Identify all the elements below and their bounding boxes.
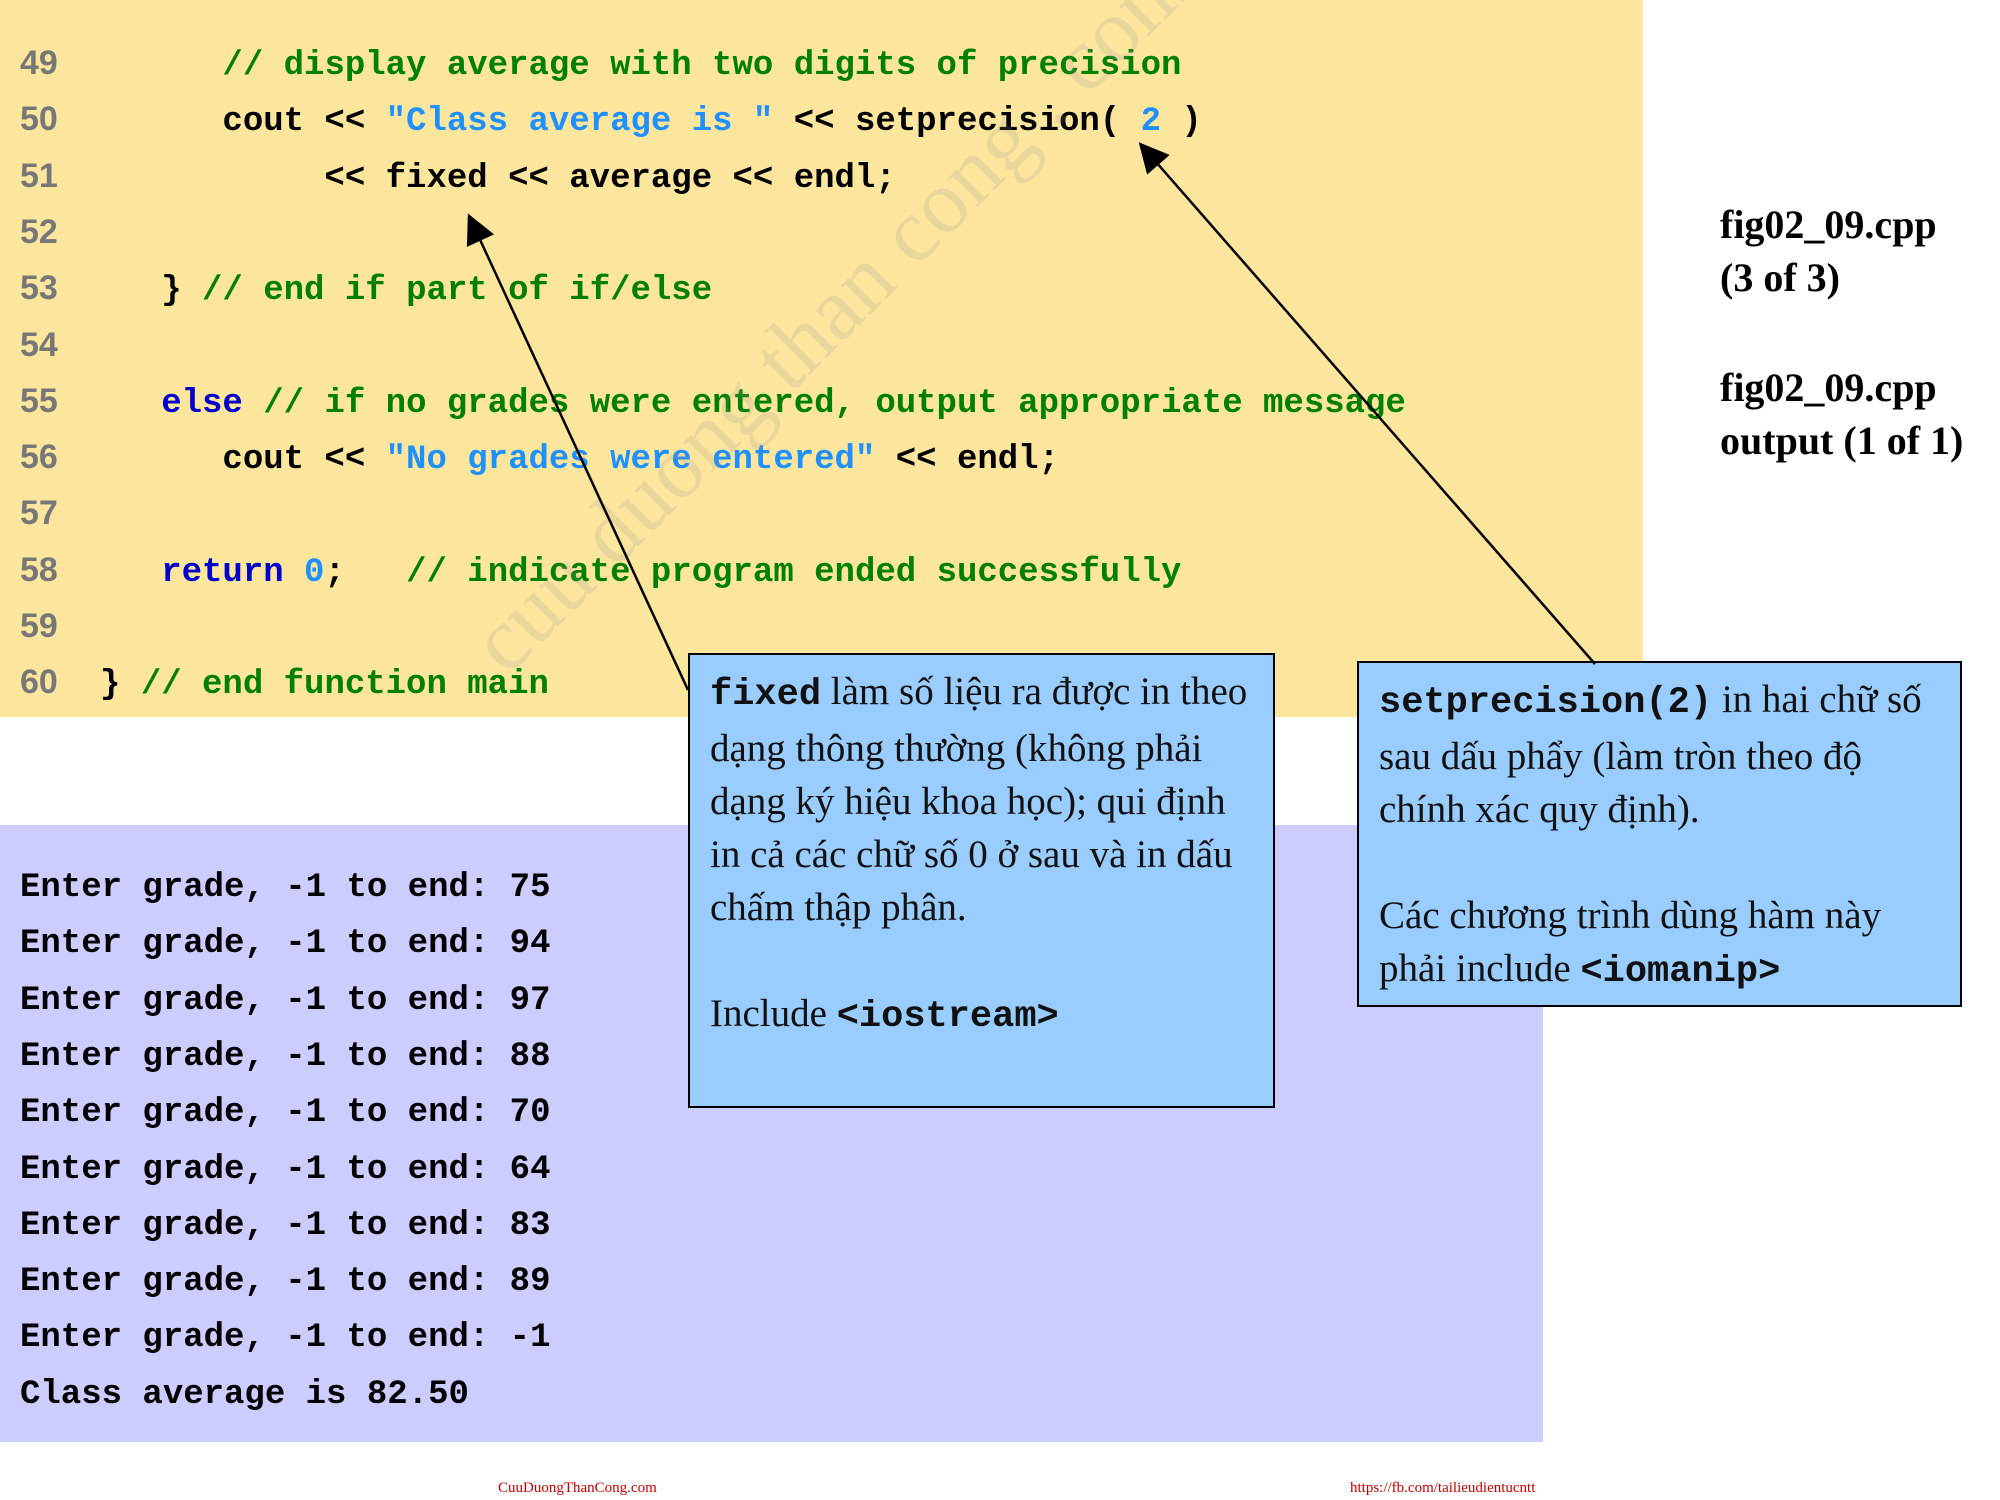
output-line: Enter grade, -1 to end: 89 bbox=[20, 1263, 551, 1302]
iomanip-header: <iomanip> bbox=[1580, 951, 1781, 993]
callout-fixed-include: Include <iostream> bbox=[710, 987, 1253, 1044]
output-line: Enter grade, -1 to end: -1 bbox=[20, 1319, 551, 1358]
code-token: "Class average is " bbox=[385, 103, 774, 142]
code-token: "No grades were entered" bbox=[385, 441, 876, 480]
line-number: 55 bbox=[20, 381, 58, 420]
arrow-to-fixed bbox=[466, 213, 690, 691]
callout-setprecision-include: Các chương trình dùng hàm này phải inclu… bbox=[1379, 889, 1940, 999]
output-file-name-label: fig02_09.cpp bbox=[1720, 365, 1937, 410]
output-line: Class average is 82.50 bbox=[20, 1375, 469, 1414]
output-line: Enter grade, -1 to end: 70 bbox=[20, 1094, 551, 1133]
code-token: // if no grades were entered, output app… bbox=[263, 384, 1406, 423]
callout-setprecision: setprecision(2) in hai chữ số sau dấu ph… bbox=[1357, 661, 1962, 1007]
code-token: // end if part of if/else bbox=[202, 272, 713, 311]
output-line: Enter grade, -1 to end: 94 bbox=[20, 925, 551, 964]
include-label: Include bbox=[710, 992, 837, 1035]
include-note: Các chương trình dùng hàm này phải inclu… bbox=[1379, 894, 1882, 990]
code-token: ) bbox=[1161, 103, 1202, 142]
fixed-explanation: làm số liệu ra được in theo dạng thông t… bbox=[710, 670, 1248, 929]
footer-right-link[interactable]: https://fb.com/tailieudientucntt bbox=[1350, 1480, 1536, 1496]
code-panel bbox=[0, 0, 1643, 717]
setprecision-keyword: setprecision(2) bbox=[1379, 682, 1713, 724]
code-token: 0 bbox=[304, 553, 325, 592]
iostream-header: <iostream> bbox=[836, 996, 1059, 1038]
code-token: // indicate program ended successfully bbox=[406, 553, 1182, 592]
line-number: 50 bbox=[20, 100, 58, 139]
code-line: 52 bbox=[20, 204, 100, 260]
code-line: 58 return 0; // indicate program ended s… bbox=[20, 542, 1181, 598]
code-token: } bbox=[100, 666, 141, 705]
code-token: else bbox=[161, 384, 243, 423]
fixed-keyword: fixed bbox=[710, 674, 822, 716]
file-name-label: fig02_09.cpp bbox=[1720, 202, 1937, 247]
callout-fixed-description: fixed làm số liệu ra được in theo dạng t… bbox=[710, 665, 1253, 934]
output-line: Enter grade, -1 to end: 75 bbox=[20, 869, 551, 907]
output-part-label: output (1 of 1) bbox=[1720, 418, 1964, 463]
code-line: 60} // end function main bbox=[20, 654, 549, 710]
code-line: 56 cout << "No grades were entered" << e… bbox=[20, 429, 1059, 485]
code-token: // end function main bbox=[140, 666, 549, 705]
code-line: 53 } // end if part of if/else bbox=[20, 260, 712, 316]
line-number: 56 bbox=[20, 438, 58, 477]
output-line: Enter grade, -1 to end: 88 bbox=[20, 1037, 551, 1076]
code-line: 59 bbox=[20, 598, 100, 654]
setprecision-explanation: in hai chữ số sau dấu phẩy (làm tròn the… bbox=[1379, 678, 1922, 831]
code-line: 51 << fixed << average << endl; bbox=[20, 148, 896, 204]
code-line: 50 cout << "Class average is " << setpre… bbox=[20, 91, 1202, 147]
line-number: 57 bbox=[20, 494, 58, 533]
line-number: 54 bbox=[20, 325, 58, 364]
line-number: 49 bbox=[20, 44, 58, 82]
code-token: << endl; bbox=[875, 441, 1059, 480]
footer-left-link[interactable]: CuuDuongThanCong.com bbox=[498, 1480, 657, 1496]
line-number: 52 bbox=[20, 212, 58, 251]
line-number: 51 bbox=[20, 156, 58, 195]
callout-setprecision-description: setprecision(2) in hai chữ số sau dấu ph… bbox=[1379, 673, 1940, 836]
code-token: << fixed << average << endl; bbox=[100, 159, 896, 198]
code-token: cout << bbox=[100, 103, 386, 142]
line-number: 58 bbox=[20, 550, 58, 589]
code-token: << setprecision( bbox=[773, 103, 1141, 142]
arrow-to-setprecision bbox=[1138, 142, 1596, 665]
line-number: 59 bbox=[20, 607, 58, 645]
code-line: 49 // display average with two digits of… bbox=[20, 35, 1181, 91]
output-line: Enter grade, -1 to end: 97 bbox=[20, 981, 551, 1020]
line-number: 53 bbox=[20, 269, 58, 308]
code-line: 54 bbox=[20, 317, 100, 373]
line-number: 60 bbox=[20, 663, 58, 702]
code-token: // display average with two digits of pr… bbox=[222, 47, 1182, 85]
output-line: Enter grade, -1 to end: 64 bbox=[20, 1150, 551, 1189]
code-token: cout << bbox=[100, 441, 386, 480]
output-line: Enter grade, -1 to end: 83 bbox=[20, 1206, 551, 1245]
code-token: 2 bbox=[1140, 103, 1161, 142]
code-token: ; bbox=[324, 553, 407, 592]
callout-fixed: fixed làm số liệu ra được in theo dạng t… bbox=[688, 653, 1275, 1108]
code-token: return bbox=[161, 553, 284, 592]
code-line: 57 bbox=[20, 485, 100, 541]
code-token: } bbox=[100, 272, 203, 311]
file-part-label: (3 of 3) bbox=[1720, 255, 1840, 300]
code-line: 55 else // if no grades were entered, ou… bbox=[20, 373, 1406, 429]
